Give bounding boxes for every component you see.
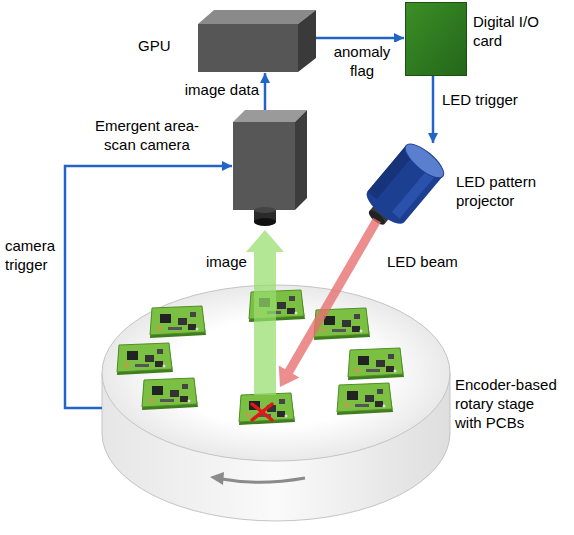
- edge-label: LED trigger: [441, 90, 523, 109]
- camera-box: Emergent area-scan camera: [233, 110, 308, 228]
- node-label: Digital I/O card: [473, 12, 555, 50]
- led-projector: LED pattern projector: [350, 140, 450, 240]
- edge-label: image: [205, 252, 251, 271]
- edge-label: LED beam: [386, 252, 468, 271]
- gpu-box: GPU: [198, 10, 316, 72]
- gpu-box-shape: [198, 10, 316, 72]
- edge-label: image data: [182, 80, 260, 99]
- io-card-shape: [405, 2, 467, 76]
- edge-label: camera trigger: [4, 236, 62, 274]
- io-card: Digital I/O card: [405, 2, 467, 76]
- node-label: Emergent area-scan camera: [83, 116, 211, 154]
- led-projector-shape: [350, 140, 450, 240]
- signal-arrow: [432, 76, 435, 143]
- edge-label: anomaly flag: [322, 42, 402, 80]
- node-label: GPU: [138, 36, 183, 55]
- node-label: LED pattern projector: [456, 172, 548, 210]
- camera-box-shape: [233, 110, 308, 228]
- node-label: Encoder-based rotary stage with PCBs: [455, 375, 563, 432]
- signal-arrow: [264, 73, 267, 110]
- signal-arrow: [316, 37, 404, 40]
